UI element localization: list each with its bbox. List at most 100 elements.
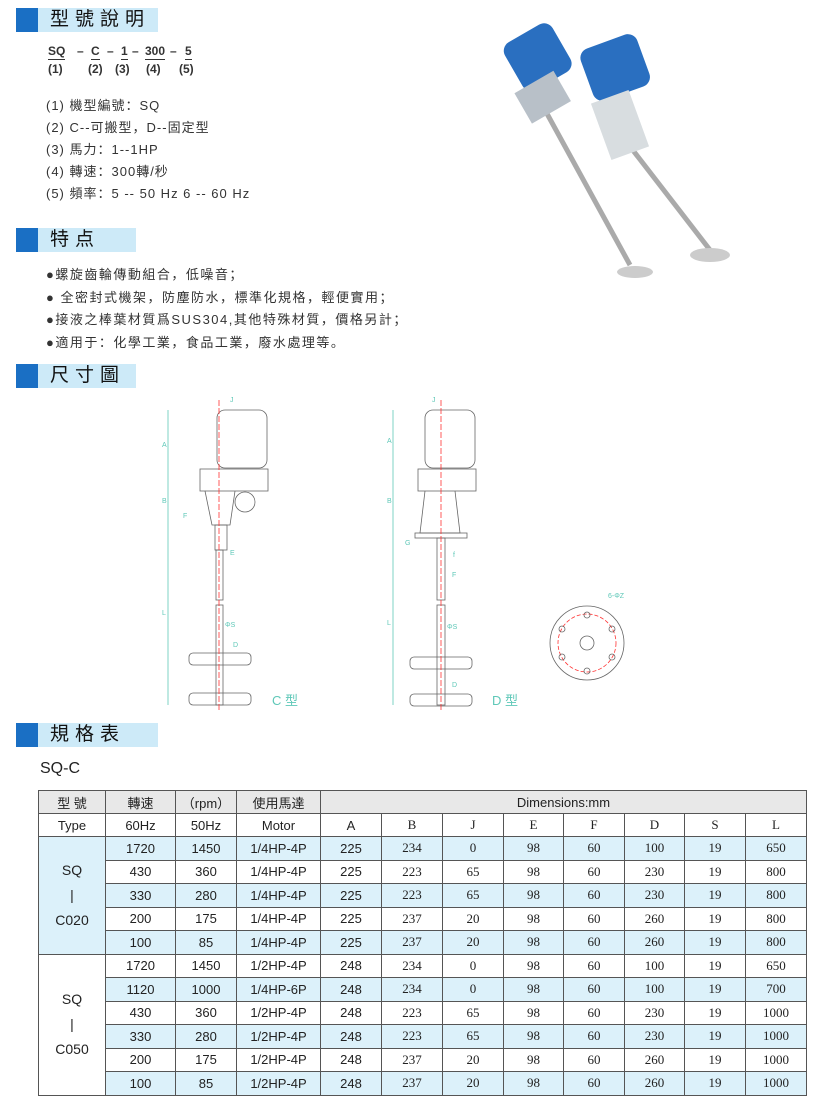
table-cell: 65 <box>442 1000 504 1025</box>
column-header: Type <box>38 813 106 837</box>
table-cell: 260 <box>624 906 685 931</box>
table-cell: 100 <box>105 1071 176 1096</box>
table-cell: 1000 <box>175 977 237 1002</box>
table-cell: 650 <box>745 836 807 861</box>
svg-text:ΦS: ΦS <box>225 622 236 629</box>
column-header: B <box>381 813 443 837</box>
table-cell: 237 <box>381 906 443 931</box>
table-cell: 1120 <box>105 977 176 1002</box>
table-cell: 19 <box>684 859 746 884</box>
table-cell: 60 <box>563 859 625 884</box>
table-cell: 60 <box>563 977 625 1002</box>
column-header: Motor <box>236 813 321 837</box>
table-cell: 60 <box>563 1024 625 1049</box>
table-cell: 85 <box>175 1071 237 1096</box>
column-header: S <box>684 813 746 837</box>
table-cell: 225 <box>320 906 382 931</box>
table-cell: 19 <box>684 836 746 861</box>
table-cell: 650 <box>745 953 807 978</box>
table-cell: 260 <box>624 1071 685 1096</box>
table-cell: 1720 <box>105 836 176 861</box>
table-cell: 65 <box>442 859 504 884</box>
table-cell: 60 <box>563 953 625 978</box>
table-cell: 1000 <box>745 1000 807 1025</box>
table-cell: 60 <box>563 906 625 931</box>
table-cell: 1/4HP-4P <box>236 906 321 931</box>
table-cell: 100 <box>624 953 685 978</box>
table-cell: 60 <box>563 883 625 908</box>
column-header: F <box>563 813 625 837</box>
table-cell: 20 <box>442 1047 504 1072</box>
svg-text:J: J <box>230 397 234 404</box>
table-cell: 0 <box>442 836 504 861</box>
column-header: 50Hz <box>175 813 237 837</box>
table-cell: 330 <box>105 883 176 908</box>
svg-text:F: F <box>183 513 187 520</box>
table-cell: 223 <box>381 859 443 884</box>
svg-text:6-ΦZ: 6-ΦZ <box>608 593 625 600</box>
column-header: A <box>320 813 382 837</box>
table-cell: 700 <box>745 977 807 1002</box>
table-cell: 280 <box>175 883 237 908</box>
table-cell: 223 <box>381 1000 443 1025</box>
table-cell: 225 <box>320 836 382 861</box>
section-features-header: 特点 <box>16 228 136 252</box>
table-cell: 19 <box>684 883 746 908</box>
table-cell: 98 <box>503 859 564 884</box>
table-cell: 19 <box>684 1071 746 1096</box>
table-cell: 98 <box>503 930 564 955</box>
table-cell: 100 <box>105 930 176 955</box>
table-cell: 98 <box>503 836 564 861</box>
svg-text:ΦS: ΦS <box>447 624 458 631</box>
model-group-cell: SQ|C050 <box>38 953 106 1096</box>
d-type-drawing <box>392 400 477 710</box>
column-header: J <box>442 813 504 837</box>
table-cell: 19 <box>684 977 746 1002</box>
svg-text:A: A <box>387 438 392 445</box>
dimension-drawing: A B J E F D L ΦS C 型 A B J F G f D L ΦS … <box>162 397 625 710</box>
svg-text:D 型: D 型 <box>492 693 518 708</box>
table-cell: 1000 <box>745 1024 807 1049</box>
svg-text:D: D <box>452 682 457 689</box>
svg-text:B: B <box>162 498 167 505</box>
svg-text:D: D <box>233 642 238 649</box>
table-cell: 223 <box>381 1024 443 1049</box>
table-cell: 1450 <box>175 836 237 861</box>
table-cell: 800 <box>745 906 807 931</box>
table-cell: 800 <box>745 930 807 955</box>
table-cell: 175 <box>175 906 237 931</box>
table-cell: 65 <box>442 883 504 908</box>
table-cell: 234 <box>381 953 443 978</box>
table-cell: 20 <box>442 1071 504 1096</box>
flange-drawing <box>549 605 625 681</box>
table-cell: 20 <box>442 906 504 931</box>
table-cell: 19 <box>684 930 746 955</box>
column-header: D <box>624 813 685 837</box>
table-cell: 1/4HP-4P <box>236 930 321 955</box>
table-cell: 260 <box>624 930 685 955</box>
table-cell: 98 <box>503 1071 564 1096</box>
table-cell: 1/4HP-4P <box>236 859 321 884</box>
table-cell: 1450 <box>175 953 237 978</box>
product-photo <box>503 23 730 278</box>
table-cell: 223 <box>381 883 443 908</box>
table-cell: 19 <box>684 1000 746 1025</box>
svg-text:B: B <box>387 498 392 505</box>
table-cell: 60 <box>563 1000 625 1025</box>
table-cell: 1720 <box>105 953 176 978</box>
table-cell: 1/2HP-4P <box>236 1000 321 1025</box>
svg-text:G: G <box>405 540 410 547</box>
table-cell: 19 <box>684 1047 746 1072</box>
table-cell: 230 <box>624 859 685 884</box>
table-cell: 20 <box>442 930 504 955</box>
table-cell: 98 <box>503 1047 564 1072</box>
table-cell: 60 <box>563 1071 625 1096</box>
